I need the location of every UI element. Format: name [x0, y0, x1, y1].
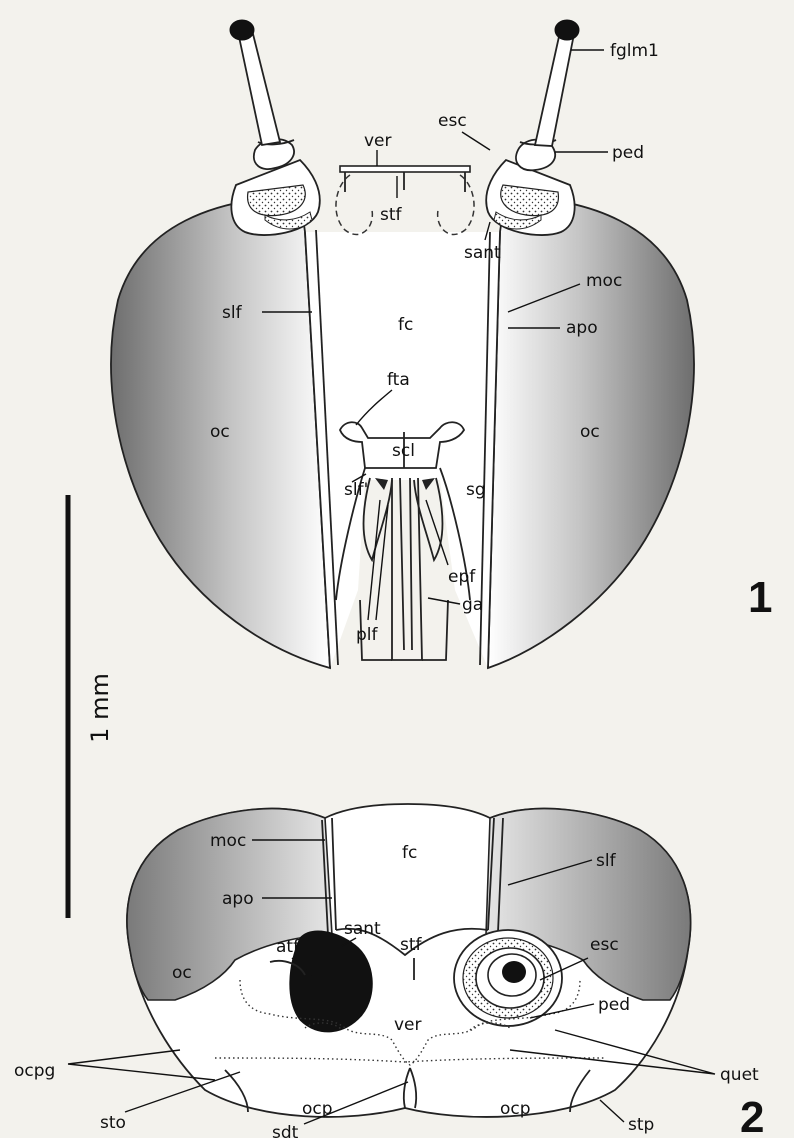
label-plf: plf: [356, 625, 379, 645]
scale-bar: 1 mm: [68, 495, 114, 918]
label-ocp-right: ocp: [500, 1099, 531, 1119]
left-flagellum: [238, 30, 280, 145]
label-ped-fig1: ped: [612, 143, 644, 163]
label-ver-fig1: ver: [364, 131, 392, 151]
label-esc-fig1: esc: [438, 111, 467, 131]
label-ver-fig2: ver: [394, 1015, 422, 1035]
label-slf-fig1: slf: [222, 303, 243, 323]
label-fta: fta: [387, 370, 410, 390]
label-oc-right: oc: [580, 422, 600, 442]
label-oc-left: oc: [210, 422, 230, 442]
left-antenna: [230, 20, 320, 235]
label-ocp-left: ocp: [302, 1099, 333, 1119]
label-apo-fig2: apo: [222, 889, 254, 909]
figure-number-1: 1: [748, 573, 772, 622]
right-flagellum: [535, 32, 574, 146]
label-moc-fig1: moc: [586, 271, 622, 291]
label-ga: ga: [462, 595, 483, 615]
label-sdt: sdt: [272, 1123, 299, 1138]
label-atf: atf: [276, 937, 300, 957]
label-moc-fig2: moc: [210, 831, 246, 851]
label-sant-fig2: sant: [344, 919, 381, 939]
label-ped-fig2: ped: [598, 995, 630, 1015]
vertex-bar: [340, 166, 470, 172]
label-fc-fig2: fc: [402, 843, 417, 863]
label-slf-fig2: slf: [596, 851, 617, 871]
scale-bar-label: 1 mm: [86, 673, 114, 743]
label-quet: quet: [720, 1065, 759, 1085]
label-sto: sto: [100, 1113, 126, 1133]
label-sg: sg: [466, 480, 486, 500]
label-stf-fig2: stf: [400, 935, 423, 955]
figure-1-head-frontal: fglm1 esc ver ped stf sant moc slf fc ap…: [111, 20, 772, 668]
figure-2-head-dorsal: moc fc slf apo sant atf esc oc stf ped v…: [14, 804, 764, 1138]
label-sant-fig1: sant: [464, 243, 501, 263]
label-stp: stp: [628, 1115, 654, 1135]
label-epf: epf: [448, 567, 476, 587]
label-apo-fig1: apo: [566, 318, 598, 338]
label-slf-prime: slf': [344, 480, 368, 500]
label-ocpg: ocpg: [14, 1061, 55, 1081]
label-fc-fig1: fc: [398, 315, 413, 335]
label-fglm1: fglm1: [610, 41, 659, 61]
figure-number-2: 2: [740, 1093, 764, 1138]
label-stf-fig1: stf: [380, 205, 403, 225]
label-esc-fig2: esc: [590, 935, 619, 955]
right-antenna: [486, 20, 579, 235]
label-oc-fig2: oc: [172, 963, 192, 983]
label-scl: scl: [392, 441, 415, 461]
